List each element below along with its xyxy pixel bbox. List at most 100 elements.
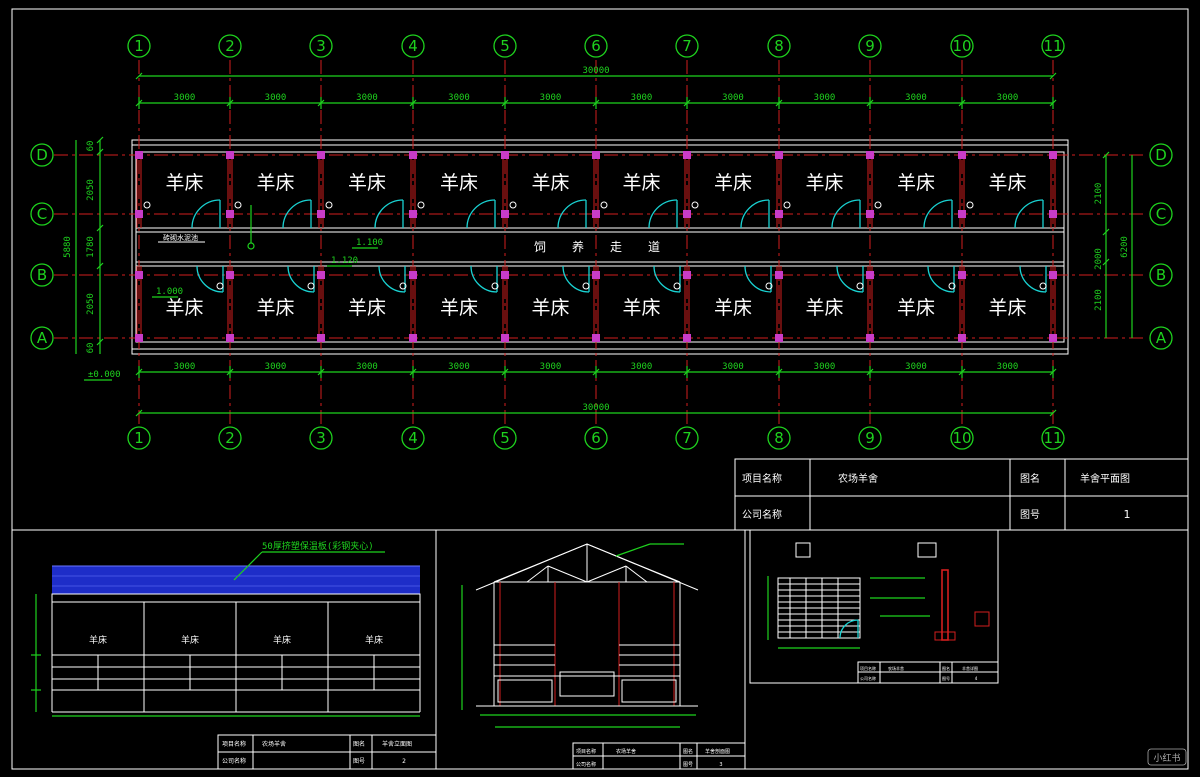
pen-label: 羊床 (165, 172, 203, 194)
dimension-bay-label: 3000 (905, 93, 927, 103)
structural-column (226, 151, 234, 159)
pen-label: 羊床 (805, 172, 843, 194)
watermark-box (1147, 748, 1187, 766)
structural-column (135, 334, 143, 342)
pen-label: 羊床 (714, 297, 752, 319)
dimension-bay-label: 3000 (997, 93, 1019, 103)
axis-bubble (218, 34, 242, 58)
dimension-vertical-label: 60 (86, 141, 96, 152)
axis-bubble (767, 34, 791, 58)
pen-label: 羊床 (348, 297, 386, 319)
pen-label: 羊床 (988, 297, 1026, 319)
drain-fixture (765, 282, 773, 290)
title-drawing-label: 图名 (1020, 472, 1040, 485)
corridor-label: 养 (572, 239, 584, 254)
structural-column (775, 151, 783, 159)
structural-column (592, 210, 600, 218)
structural-column (317, 151, 325, 159)
pen-label: 羊床 (348, 172, 386, 194)
axis-bubble (401, 426, 425, 450)
structural-column (409, 210, 417, 218)
section-title-number-label: 图号 (683, 762, 693, 768)
structural-column (409, 334, 417, 342)
dimension-tick (135, 72, 143, 80)
dimension-bay-label: 3000 (814, 93, 836, 103)
dimension-vertical-label: 2100 (1094, 289, 1104, 311)
dimension-vertical-label: 60 (86, 343, 96, 354)
pen-label: 羊床 (622, 297, 660, 319)
dimension-bay-label: 3000 (631, 362, 653, 372)
title-number-label: 图号 (1020, 509, 1040, 521)
dimension-bay-label: 3000 (265, 93, 287, 103)
axis-bubble (858, 426, 882, 450)
pen-label: 羊床 (440, 172, 478, 194)
drain-fixture (966, 201, 974, 209)
pen-label: 羊床 (440, 297, 478, 319)
structural-column (866, 271, 874, 279)
dimension-tick (135, 409, 143, 417)
pen-label: 羊床 (805, 297, 843, 319)
bottom-panel-frames (435, 529, 999, 769)
structural-column (226, 210, 234, 218)
dimension-vertical-total-label: 5880 (63, 236, 73, 258)
axis-bubble (493, 426, 517, 450)
dimension-tick (1102, 151, 1110, 159)
axis-letter-label: C (1156, 205, 1166, 223)
dimension-bay-label: 3000 (997, 362, 1019, 372)
door-swing (740, 199, 770, 229)
axis-bubble (1149, 263, 1173, 287)
elevation-title-number-label: 图号 (353, 758, 365, 765)
axis-number-label: 7 (682, 429, 692, 447)
axis-number-label: 5 (500, 429, 510, 447)
drain-fixture (307, 282, 315, 290)
level-mark: 1.000 (156, 287, 183, 297)
axis-bubble (675, 426, 699, 450)
pen-label: 羊床 (897, 172, 935, 194)
axis-number-label: 4 (408, 429, 418, 447)
dimension-bay-label: 3000 (356, 362, 378, 372)
watermark-label: 小红书 (1153, 752, 1180, 764)
section-title-drawing-label: 图名 (683, 748, 693, 755)
plan-note: 砖砌水泥池 (163, 233, 198, 242)
door-swing (191, 199, 221, 229)
structural-column (501, 334, 509, 342)
door-swing (196, 265, 224, 293)
corridor-label: 饲 (534, 240, 546, 254)
axis-number-label: 8 (774, 429, 784, 447)
dimension-bay-label: 3000 (540, 362, 562, 372)
structural-column (592, 271, 600, 279)
elevation-pen-label: 羊床 (89, 634, 107, 646)
dimension-vertical-label: 2100 (1094, 183, 1104, 205)
dimension-bay-label: 3000 (722, 362, 744, 372)
elevation-view (31, 551, 421, 717)
door-swing (653, 265, 681, 293)
axis-number-label: 1 (134, 429, 144, 447)
dimension-bay-label: 3000 (722, 93, 744, 103)
axis-bubble (675, 34, 699, 58)
axis-bubble (30, 202, 54, 226)
axis-bubble (127, 34, 151, 58)
elevation-pen-label: 羊床 (181, 634, 199, 646)
dimension-tick (96, 262, 104, 270)
dimension-vertical-label: 1780 (86, 236, 96, 258)
axis-letter-label: D (1155, 146, 1167, 164)
axis-bubble (1149, 326, 1173, 350)
title-project-label: 项目名称 (742, 472, 782, 485)
axis-bubble (950, 34, 974, 58)
structural-column (317, 210, 325, 218)
section-title-project-value: 农场羊舍 (616, 748, 636, 755)
level-mark: 1.120 (331, 256, 358, 266)
structural-column (409, 151, 417, 159)
section-title-block (572, 742, 746, 770)
level-mark: ±0.000 (88, 370, 121, 380)
detail-title-block (857, 661, 999, 684)
structural-column (135, 151, 143, 159)
drain-fixture (325, 201, 333, 209)
structural-column (1049, 271, 1057, 279)
structural-column (501, 151, 509, 159)
title-number-value: 1 (1124, 508, 1131, 521)
axis-number-label: 11 (1043, 37, 1062, 55)
